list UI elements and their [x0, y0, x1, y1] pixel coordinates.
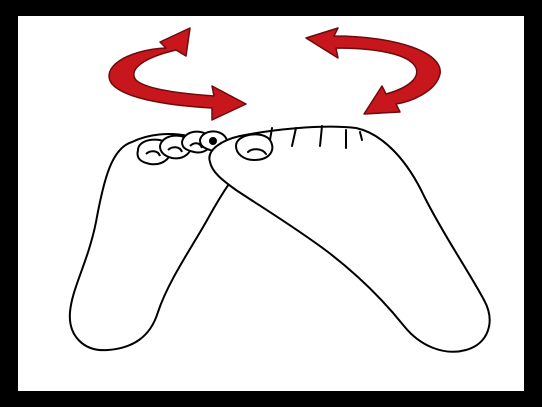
curved-double-arrow-icon — [109, 28, 246, 120]
curved-double-arrow-icon — [306, 28, 440, 114]
left-foot — [70, 134, 232, 350]
